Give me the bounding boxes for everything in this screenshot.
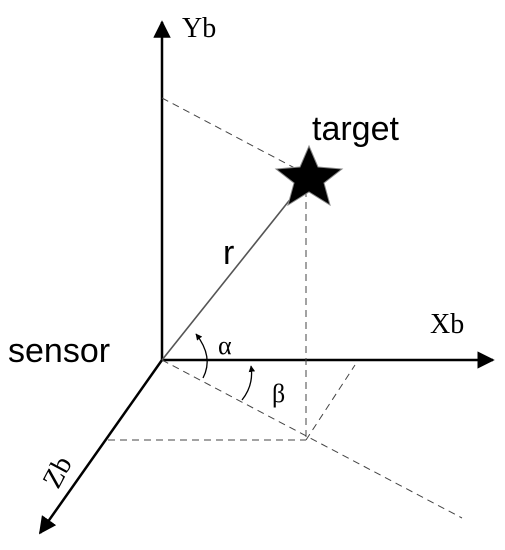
target-label: target: [312, 110, 399, 148]
sensor-label: sensor: [8, 332, 110, 370]
target-star-icon: [274, 144, 344, 207]
range-label: r: [223, 234, 234, 272]
y-axis-label: Yb: [182, 13, 216, 44]
z-axis: [38, 359, 164, 535]
azimuth-ray: [161, 359, 463, 519]
projection-target-to-y: [161, 97, 309, 176]
range-line: [161, 186, 301, 361]
beta-label: β: [272, 379, 285, 408]
alpha-arc: [195, 333, 208, 379]
projection-ground-to-x: [305, 364, 356, 441]
beta-arc: [241, 365, 256, 401]
x-axis-label: Xb: [430, 309, 464, 340]
alpha-label: α: [218, 331, 232, 360]
projection-lines: [108, 97, 463, 519]
